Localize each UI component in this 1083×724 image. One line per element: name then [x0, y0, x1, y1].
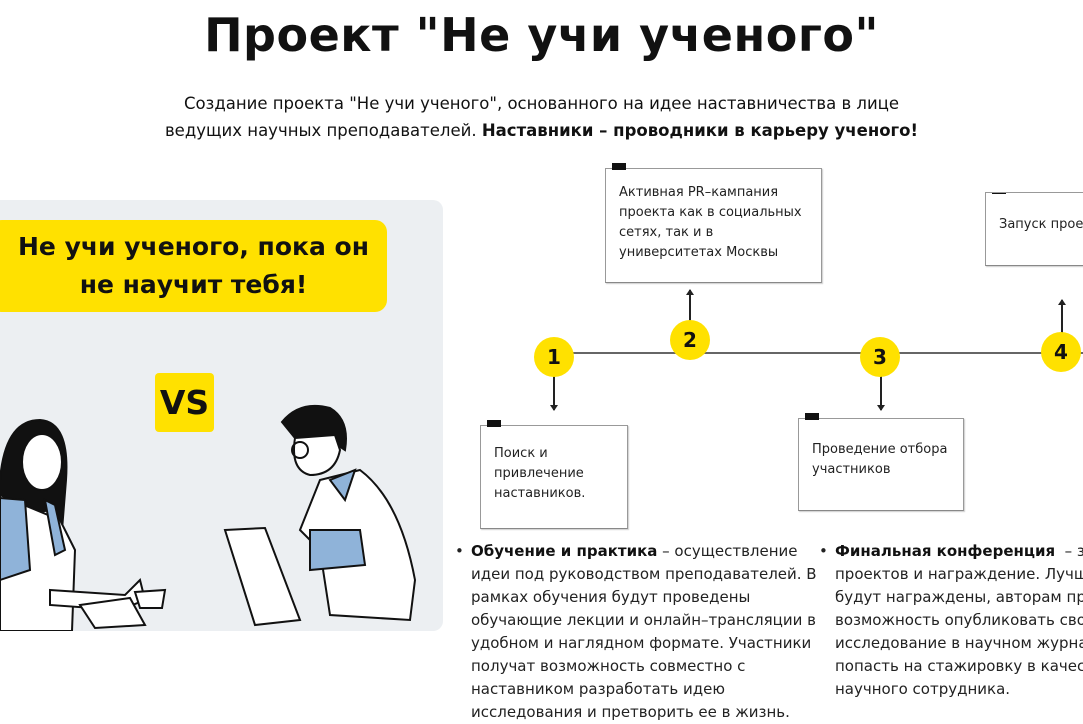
vs-badge: VS	[155, 373, 214, 432]
note-line: Активная PR–кампания	[619, 185, 779, 200]
note-line: Поиск и	[494, 446, 548, 461]
bullet-line: удобном и наглядном формате. Участники	[471, 634, 812, 652]
people-illustration	[0, 404, 417, 631]
bullet-line: исследования и претворить ее в жизнь.	[471, 703, 790, 721]
bullet-line: обучающие лекции и онлайн–трансляции в	[471, 611, 816, 629]
tape-icon	[612, 163, 626, 170]
bullet-dot-icon: •	[455, 542, 464, 560]
timeline-step-1: 1	[534, 337, 574, 377]
note-line: Проведение отбора	[812, 442, 948, 457]
bullet-training: • Обучение и практика – осуществление ид…	[455, 540, 831, 724]
bullet-line: получат возможность совместно с	[471, 657, 746, 675]
bullet-heading: Обучение и практика	[471, 542, 658, 560]
arrow-down-3	[877, 374, 884, 411]
subtitle-regular: ведущих научных преподавателей.	[164, 121, 482, 140]
subtitle-bold: Наставники – проводники в карьеру ученог…	[481, 121, 919, 140]
man-figure	[223, 404, 417, 627]
step-2-note: Активная PR–кампания проекта как в социа…	[605, 163, 822, 283]
bullet-line: исследование в научном журна	[835, 634, 1083, 652]
bullet-line: рамках обучения будут проведены	[471, 588, 751, 606]
slogan-line-2: не научит тебя!	[79, 270, 308, 299]
arrow-up-4	[1058, 299, 1065, 335]
bullet-line: попасть на стажировку в качест	[835, 657, 1083, 675]
bullet-line: наставником разработать идею	[471, 680, 725, 698]
bullet-line: возможность опубликовать сво	[835, 611, 1083, 629]
timeline-line	[553, 352, 1083, 354]
bullet-lead: – осуществление	[657, 542, 798, 560]
timeline-step-3: 3	[860, 337, 900, 377]
arrow-up-2	[686, 289, 693, 325]
subtitle: Создание проекта "Не учи ученого", основ…	[0, 90, 1083, 144]
bullet-line: идеи под руководством преподавателей. В	[471, 565, 817, 583]
subtitle-line-1: Создание проекта "Не учи ученого", основ…	[183, 94, 900, 113]
bullet-heading: Финальная конференция	[835, 542, 1056, 560]
note-line: проекта как в социальных	[619, 205, 802, 220]
timeline-step-4: 4	[1041, 332, 1081, 372]
bullet-dot-icon: •	[819, 542, 828, 560]
bullet-line: будут награждены, авторам пре	[835, 588, 1083, 606]
step-1-note: Поиск и привлечение наставников.	[480, 420, 628, 529]
note-line: сетях, так и в	[619, 225, 714, 240]
tape-icon	[487, 420, 501, 427]
tape-icon	[992, 193, 1006, 194]
subtitle-line-2: ведущих научных преподавателей. Наставни…	[0, 117, 1083, 144]
slogan-line-1: Не учи ученого, пока он	[17, 232, 369, 261]
note-line: Запуск проек	[999, 217, 1083, 232]
note-line: привлечение	[494, 466, 584, 481]
page-title: Проект "Не учи ученого"	[204, 8, 879, 62]
tape-icon	[805, 413, 819, 420]
step-4-note: Запуск проек	[985, 192, 1083, 266]
step-3-note: Проведение отбора участников	[798, 413, 964, 511]
arrow-down-1	[550, 372, 557, 411]
bullet-lead: – за	[1064, 542, 1083, 560]
bullet-line: проектов и награждение. Лучш	[835, 565, 1083, 583]
bullet-line: научного сотрудника.	[835, 680, 1011, 698]
woman-figure	[0, 418, 167, 631]
slogan-banner: Не учи ученого, пока он не научит тебя!	[0, 220, 387, 312]
bullet-conference: • Финальная конференция – за проектов и …	[819, 540, 1083, 701]
note-line: участников	[812, 462, 891, 477]
timeline-step-2: 2	[670, 320, 710, 360]
note-line: наставников.	[494, 486, 586, 501]
note-line: университетах Москвы	[619, 245, 779, 260]
